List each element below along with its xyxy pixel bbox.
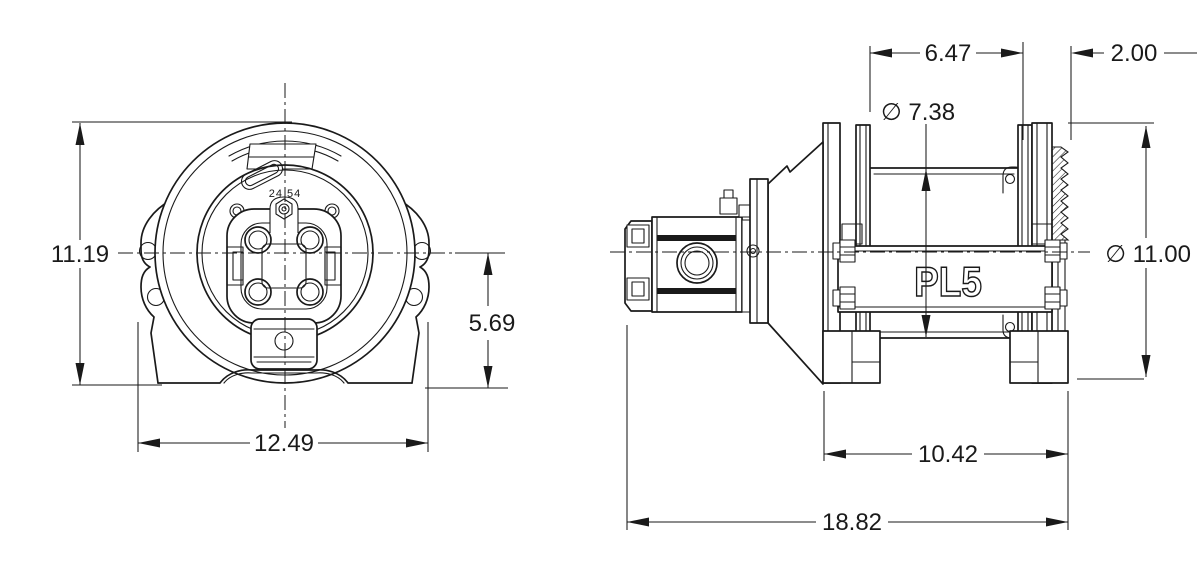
dim-barrel-length-text: 6.47	[925, 40, 972, 67]
dim-flange-diameter: ∅ 11.00	[1068, 122, 1191, 380]
dimension-arrow	[75, 363, 85, 385]
dim-foot-span-text: 10.42	[918, 441, 978, 468]
motor-bolt-bottom	[626, 277, 650, 301]
foot-right	[1009, 330, 1069, 384]
dim-front-width: 12.49	[137, 322, 429, 457]
motor-spacer	[741, 219, 751, 313]
bottom-boss	[250, 318, 318, 370]
dim-front-center-to-base: 5.69	[425, 252, 516, 389]
motor-bolt-top	[626, 224, 650, 248]
dim-front-height: 11.19	[51, 121, 292, 386]
dim-front-center-to-base-text: 5.69	[469, 310, 516, 337]
housing-base	[157, 368, 413, 384]
hub-hex-boss	[275, 198, 293, 220]
dim-overall-length: 18.82	[626, 325, 1068, 536]
dimension-arrow	[75, 123, 85, 145]
drum-model-label: PL5	[914, 259, 982, 306]
motor-port	[676, 242, 718, 284]
dimension-arrow	[483, 253, 493, 275]
dim-barrel-diameter: ∅ 7.38	[881, 99, 955, 337]
dim-drum-end-offset: 2.00	[1070, 40, 1197, 140]
motor-body	[651, 216, 743, 313]
dim-overall-length-text: 18.82	[822, 509, 882, 536]
dimension-arrow	[1001, 48, 1023, 58]
bell-housing-cone	[767, 141, 824, 385]
dim-barrel-diameter-text: ∅ 7.38	[881, 99, 955, 126]
dim-front-height-text: 11.19	[51, 241, 109, 268]
side-view: PL5 6.47	[610, 40, 1197, 536]
tie-rod-nuts	[832, 239, 1068, 310]
dimension-arrow	[1071, 48, 1093, 58]
motor-top-fitting	[719, 189, 751, 218]
dimension-arrow	[138, 438, 160, 448]
dimension-arrow	[921, 315, 931, 337]
dimension-arrow	[483, 366, 493, 388]
dim-front-width-text: 12.49	[254, 430, 314, 457]
dim-flange-diameter-text: ∅ 11.00	[1105, 241, 1191, 268]
dimension-arrow	[406, 438, 428, 448]
dimension-arrow	[1141, 355, 1151, 377]
mounting-ear-left	[138, 199, 172, 384]
dimension-arrow	[627, 517, 649, 527]
dimension-arrow	[870, 48, 892, 58]
front-view: 24 54 11.19 12.49 5.69	[51, 83, 516, 457]
flange-screw	[746, 244, 760, 258]
dimension-arrow	[824, 449, 846, 459]
motor-mount-hub	[226, 196, 342, 338]
motor-adapter-flange	[746, 178, 769, 324]
dim-end-offset-text: 2.00	[1111, 40, 1158, 67]
hydraulic-motor	[624, 178, 769, 324]
dimension-arrow	[1141, 126, 1151, 148]
dimension-arrow	[921, 169, 931, 191]
bearing-bores	[244, 226, 324, 306]
dim-foot-span: 10.42	[823, 391, 1069, 530]
foot-left	[822, 330, 881, 384]
drum-barrel	[869, 167, 1019, 339]
dimension-arrow	[1046, 517, 1068, 527]
dim-drum-barrel-length: 6.47	[869, 40, 1024, 140]
dimension-arrow	[1046, 449, 1068, 459]
drum-center-band: PL5	[837, 245, 1053, 313]
